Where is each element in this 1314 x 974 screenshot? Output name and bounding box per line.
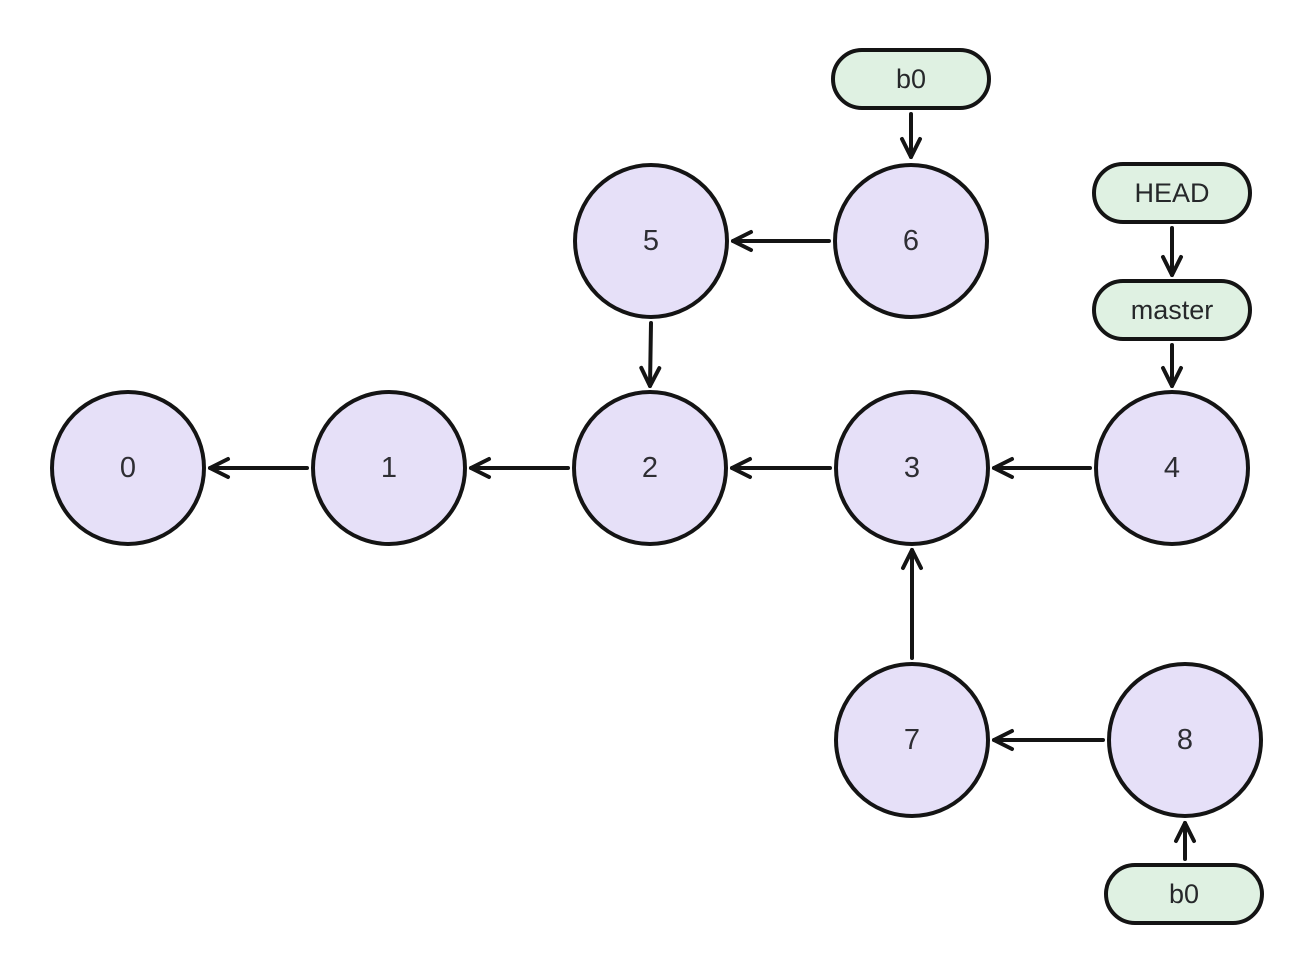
commit-label: 6 xyxy=(902,224,920,257)
commit-node-5: 5 xyxy=(573,163,729,319)
commit-node-8: 8 xyxy=(1107,662,1263,818)
commit-node-2: 2 xyxy=(572,390,728,546)
commit-label: 1 xyxy=(380,451,398,484)
commit-label: 2 xyxy=(641,451,659,484)
ref-label-head: HEAD xyxy=(1092,162,1252,224)
commit-node-3: 3 xyxy=(834,390,990,546)
commit-label: 8 xyxy=(1176,723,1194,756)
ref-label-text: b0 xyxy=(1168,878,1200,909)
commit-label: 5 xyxy=(642,224,660,257)
commit-label: 0 xyxy=(119,451,137,484)
ref-label-master: master xyxy=(1092,279,1252,341)
commit-node-0: 0 xyxy=(50,390,206,546)
ref-label-b0-bottom: b0 xyxy=(1104,863,1264,925)
commit-node-4: 4 xyxy=(1094,390,1250,546)
ref-label-b0-top: b0 xyxy=(831,48,991,110)
commit-node-6: 6 xyxy=(833,163,989,319)
commit-label: 4 xyxy=(1163,451,1181,484)
ref-label-text: b0 xyxy=(895,63,927,94)
commit-node-1: 1 xyxy=(311,390,467,546)
commit-node-7: 7 xyxy=(834,662,990,818)
commit-label: 7 xyxy=(903,723,921,756)
commit-label: 3 xyxy=(903,451,921,484)
ref-label-text: HEAD xyxy=(1134,177,1210,208)
edge-5-to-2 xyxy=(639,321,662,388)
ref-label-text: master xyxy=(1130,294,1214,325)
